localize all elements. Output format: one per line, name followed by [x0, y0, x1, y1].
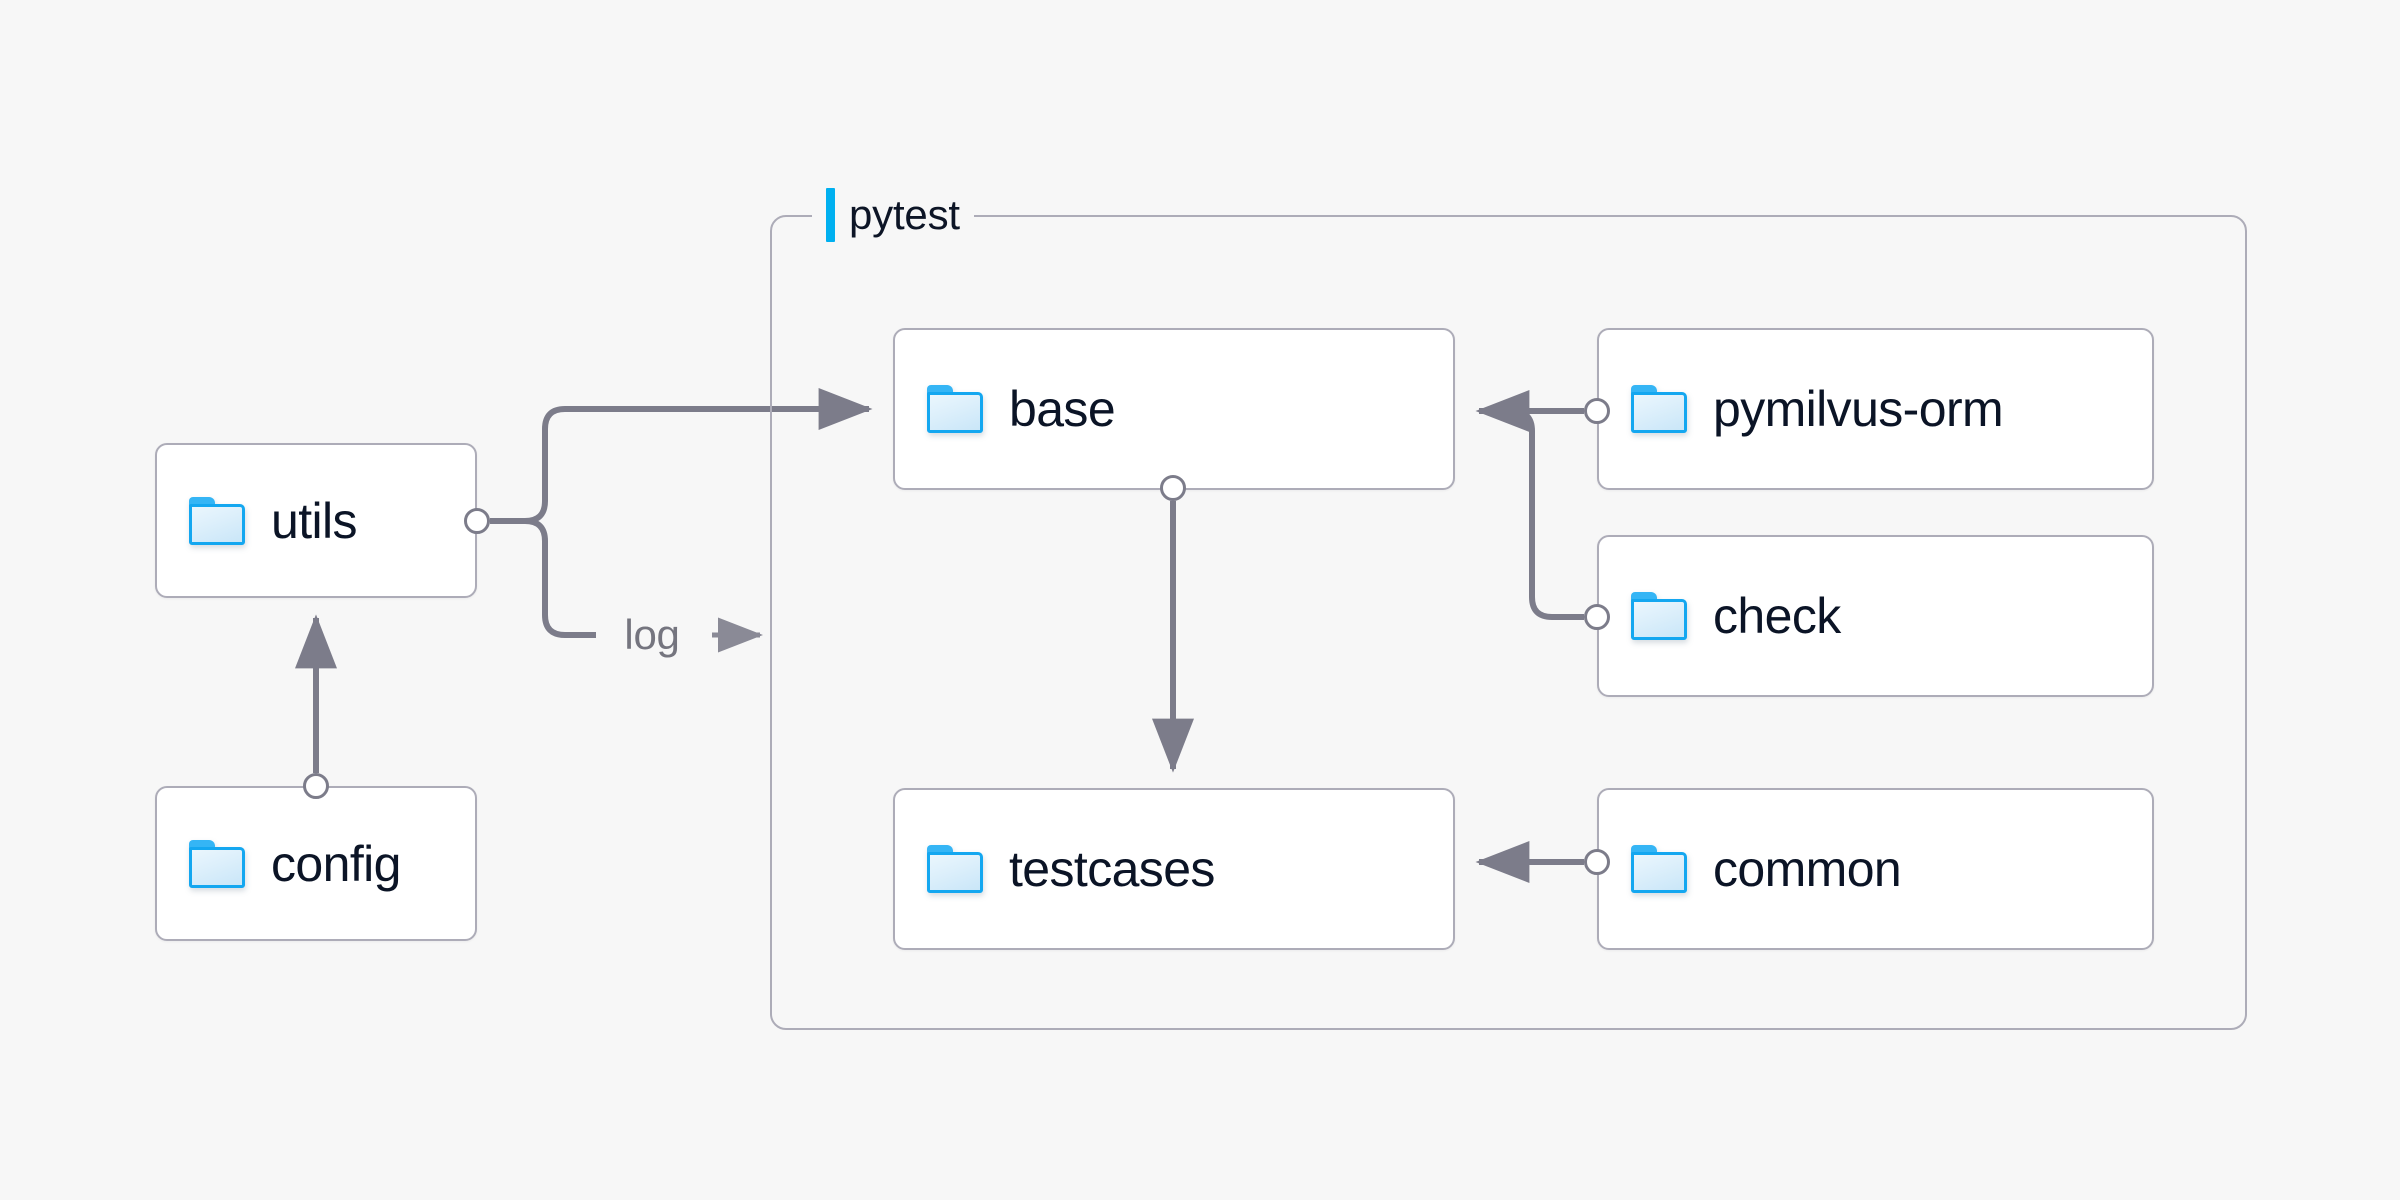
port-check-left[interactable]: [1584, 604, 1610, 630]
folder-icon: [927, 385, 983, 433]
folder-body: [1631, 852, 1687, 893]
node-content-check: check: [1599, 587, 1841, 645]
folder-icon: [927, 845, 983, 893]
node-pymilvus-orm[interactable]: pymilvus-orm: [1597, 328, 2154, 490]
folder-icon: [189, 839, 245, 888]
edge-label-log: log: [614, 611, 690, 659]
node-label-common: common: [1713, 841, 1902, 897]
pytest-group-container[interactable]: [770, 215, 2247, 1030]
folder-body: [927, 392, 983, 433]
folder-body: [927, 852, 983, 893]
node-label-base: base: [1009, 381, 1116, 437]
folder-icon: [1631, 592, 1687, 640]
node-base[interactable]: base: [893, 328, 1455, 490]
port-config-top[interactable]: [303, 773, 329, 799]
accent-bar-icon: [826, 188, 835, 242]
node-utils[interactable]: utils: [155, 443, 477, 598]
node-config[interactable]: config: [155, 786, 477, 941]
edge-utils-to-pytest-path: [490, 518, 596, 638]
port-pymilvus-left[interactable]: [1584, 398, 1610, 424]
node-label-check: check: [1713, 588, 1841, 644]
port-common-left[interactable]: [1584, 849, 1610, 875]
folder-body: [1631, 599, 1687, 640]
node-content-base: base: [895, 380, 1116, 438]
folder-icon: [189, 496, 245, 545]
node-content-utils: utils: [157, 492, 358, 550]
node-content-common: common: [1599, 840, 1902, 898]
node-content-testcases: testcases: [895, 840, 1215, 898]
folder-body: [1631, 392, 1687, 433]
node-content-pymilvus-orm: pymilvus-orm: [1599, 380, 2004, 438]
node-label-testcases: testcases: [1009, 841, 1215, 897]
folder-body: [189, 503, 245, 545]
node-label-pymilvus-orm: pymilvus-orm: [1713, 381, 2004, 437]
folder-icon: [1631, 385, 1687, 433]
node-testcases[interactable]: testcases: [893, 788, 1455, 950]
folder-body: [189, 846, 245, 888]
node-content-config: config: [157, 835, 401, 893]
node-label-config: config: [271, 835, 401, 892]
pytest-group-label-text: pytest: [849, 191, 960, 238]
node-common[interactable]: common: [1597, 788, 2154, 950]
pytest-group-label: pytest: [812, 188, 974, 242]
node-check[interactable]: check: [1597, 535, 2154, 697]
port-base-bottom[interactable]: [1160, 475, 1186, 501]
node-label-utils: utils: [271, 492, 358, 549]
port-utils-right[interactable]: [464, 508, 490, 534]
folder-icon: [1631, 845, 1687, 893]
